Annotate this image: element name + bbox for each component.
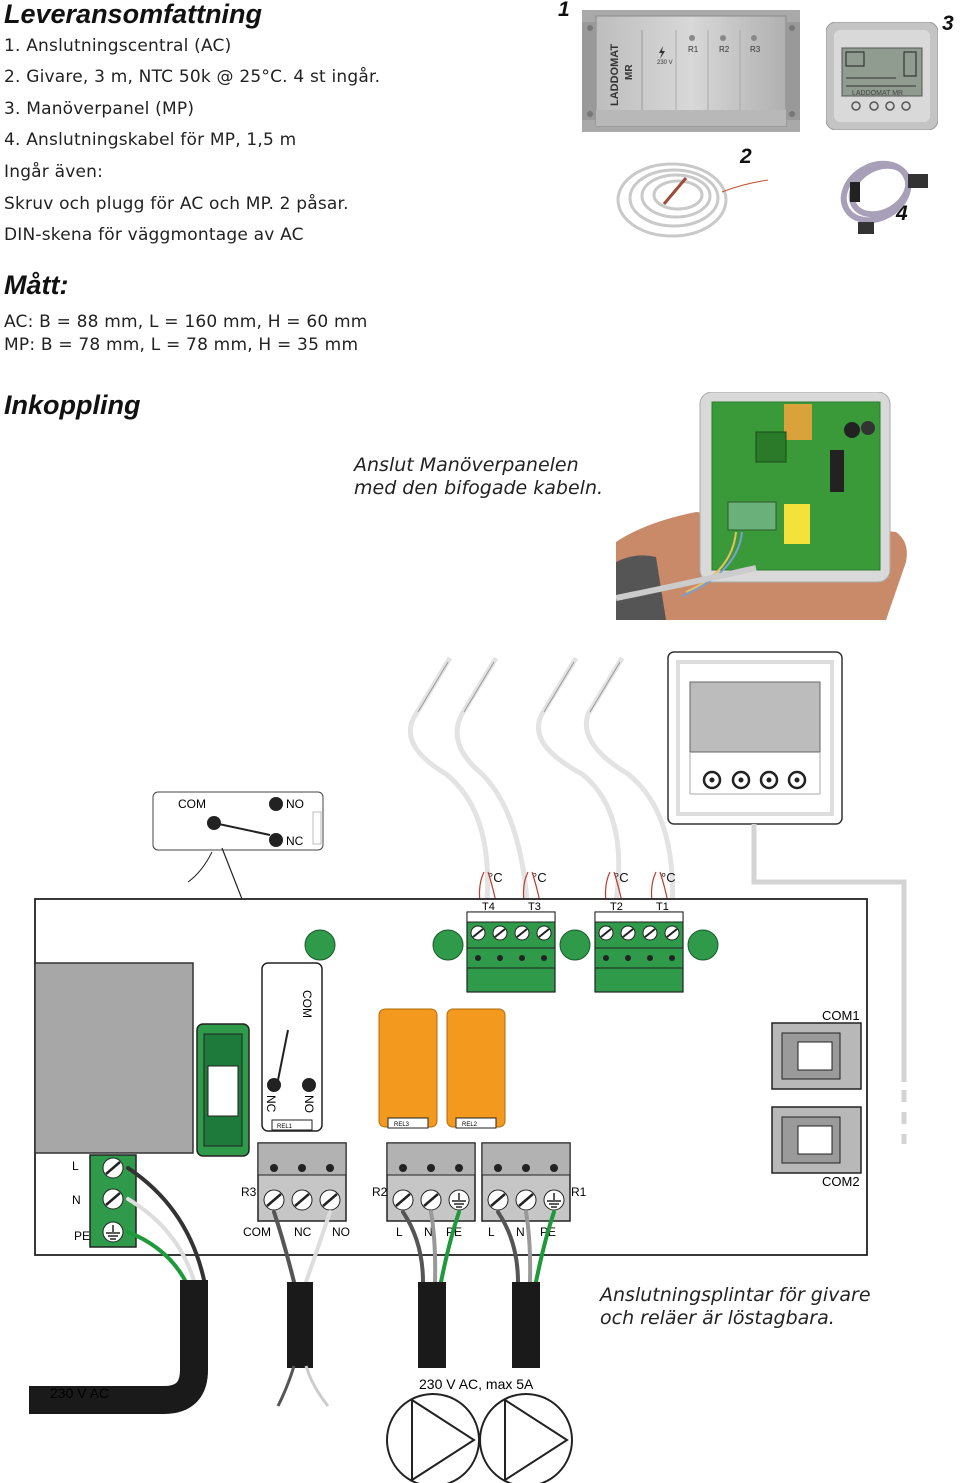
relay-r2-terminal[interactable]: R2 L N PE: [372, 1142, 476, 1239]
temperature-sensors: [407, 656, 676, 915]
orange-relays: REL3 REL2: [378, 1008, 506, 1129]
relay-nc-label: NC: [264, 1095, 278, 1113]
sensor-unit-t4: °C: [488, 870, 503, 885]
led-label-r3: R3: [750, 45, 761, 54]
relay-com-label: COM: [300, 990, 314, 1018]
scope-item-3: 3. Manöverpanel (MP): [4, 99, 195, 119]
r1-l-label: L: [488, 1225, 495, 1239]
relay-no-label: NO: [302, 1095, 316, 1113]
r1-label: R1: [571, 1185, 587, 1199]
com2-port[interactable]: COM2: [771, 1106, 862, 1189]
led-middle: [559, 929, 591, 961]
led-label-r1: R1: [688, 45, 699, 54]
scope-item-1: 1. Anslutningscentral (AC): [4, 36, 232, 56]
sensor-unit-t1: °C: [661, 870, 676, 885]
panel-buttons: [702, 770, 807, 790]
wiring-diagram: °C °C °C °C COM NO NC: [29, 651, 907, 1483]
r2-n-label: N: [424, 1225, 433, 1239]
relay-inset: COM NO NC: [152, 791, 324, 851]
sensor-terminal-t2-t1[interactable]: T2 T1: [594, 901, 684, 993]
r3-com-label: COM: [243, 1225, 271, 1239]
callout-2: 2: [740, 145, 752, 168]
r3-cable: [276, 1282, 330, 1407]
r2-cable: [418, 1282, 446, 1368]
photo-caption-2: med den bifogade kabeln.: [354, 477, 604, 499]
led-label-r2: R2: [719, 45, 730, 54]
dims-title: Mått:: [4, 270, 69, 300]
control-unit-image: LADDOMAT MR 230 V R1 R2 R3: [582, 10, 800, 132]
mains-label: 230 V AC: [50, 1385, 109, 1401]
r2-l-label: L: [396, 1225, 403, 1239]
power-n-label: N: [72, 1193, 81, 1207]
pump-label: 230 V AC, max 5A: [419, 1376, 534, 1392]
pump-symbol-1: [386, 1393, 480, 1483]
inset-nc-label: NC: [286, 834, 304, 848]
t2-label: T2: [610, 901, 623, 913]
voltage-label: 230 V: [657, 60, 673, 66]
scope-item-6: Skruv och plugg för AC och MP. 2 påsar.: [4, 194, 349, 214]
power-pe-label: PE: [74, 1229, 90, 1243]
led-right: [687, 929, 719, 961]
callout-4: 4: [896, 202, 908, 225]
fuse-holder: [196, 1023, 250, 1157]
t1-label: T1: [656, 901, 669, 913]
led-left: [432, 929, 464, 961]
com1-label: COM1: [822, 1008, 860, 1023]
mains-cable: [29, 1280, 208, 1414]
scope-title: Leveransomfattning: [4, 0, 263, 29]
rel3-label: REL3: [394, 1122, 410, 1128]
callout-1: 1: [558, 0, 570, 21]
wiring-title: Inkoppling: [4, 390, 141, 420]
inset-com-label: COM: [178, 797, 206, 811]
photo-caption-1: Anslut Manöverpanelen: [354, 454, 579, 476]
control-panel-drawing: [667, 651, 843, 825]
cable-coil-image: [840, 160, 928, 234]
t4-label: T4: [482, 901, 495, 913]
transformer: [34, 962, 194, 1154]
pump-symbol-2: [479, 1393, 573, 1483]
inset-no-label: NO: [286, 797, 304, 811]
bottom-caption-2: och reläer är löstagbara.: [600, 1307, 835, 1329]
com2-label: COM2: [822, 1174, 860, 1189]
sensor-coil-image: [616, 162, 769, 238]
r1-n-label: N: [516, 1225, 525, 1239]
control-panel-image: LADDOMAT MR: [826, 22, 938, 130]
r3-label: R3: [241, 1185, 257, 1199]
lightning-icon: [659, 46, 665, 59]
panel-pcb-photo: [616, 392, 908, 620]
r1-cable: [512, 1282, 540, 1368]
power-l-label: L: [72, 1159, 79, 1173]
brand-label: LADDOMAT: [609, 44, 621, 106]
scope-item-7: DIN-skena för väggmontage av AC: [4, 225, 304, 245]
scope-item-2: 2. Givare, 3 m, NTC 50k @ 25°C. 4 st ing…: [4, 67, 381, 87]
sensor-unit-t2: °C: [614, 870, 629, 885]
sensor-unit-t3: °C: [532, 870, 547, 885]
wires: [126, 1166, 556, 1284]
scope-item-4: 4. Anslutningskabel för MP, 1,5 m: [4, 130, 297, 150]
dims-ac: AC: B = 88 mm, L = 160 mm, H = 60 mm: [4, 312, 368, 332]
rel1-label: REL1: [277, 1124, 293, 1130]
relay-component: COM NC NO REL1: [261, 962, 323, 1132]
relay-r3-terminal[interactable]: R3 COM NC NO: [241, 1142, 350, 1239]
com1-port[interactable]: COM1: [771, 1008, 862, 1090]
r2-label: R2: [372, 1185, 388, 1199]
r3-nc-label: NC: [294, 1225, 312, 1239]
led-power: [304, 929, 336, 961]
scope-item-5: Ingår även:: [4, 162, 104, 182]
model-label: MR: [624, 64, 635, 80]
bottom-caption-1: Anslutningsplintar för givare: [600, 1284, 871, 1306]
callout-3: 3: [942, 12, 954, 35]
t3-label: T3: [528, 901, 541, 913]
panel-brand: LADDOMAT MR: [852, 90, 903, 97]
sensor-terminal-t4-t3[interactable]: T4 T3: [466, 901, 556, 993]
rel2-label: REL2: [462, 1122, 478, 1128]
dims-mp: MP: B = 78 mm, L = 78 mm, H = 35 mm: [4, 335, 359, 355]
r3-no-label: NO: [332, 1225, 350, 1239]
